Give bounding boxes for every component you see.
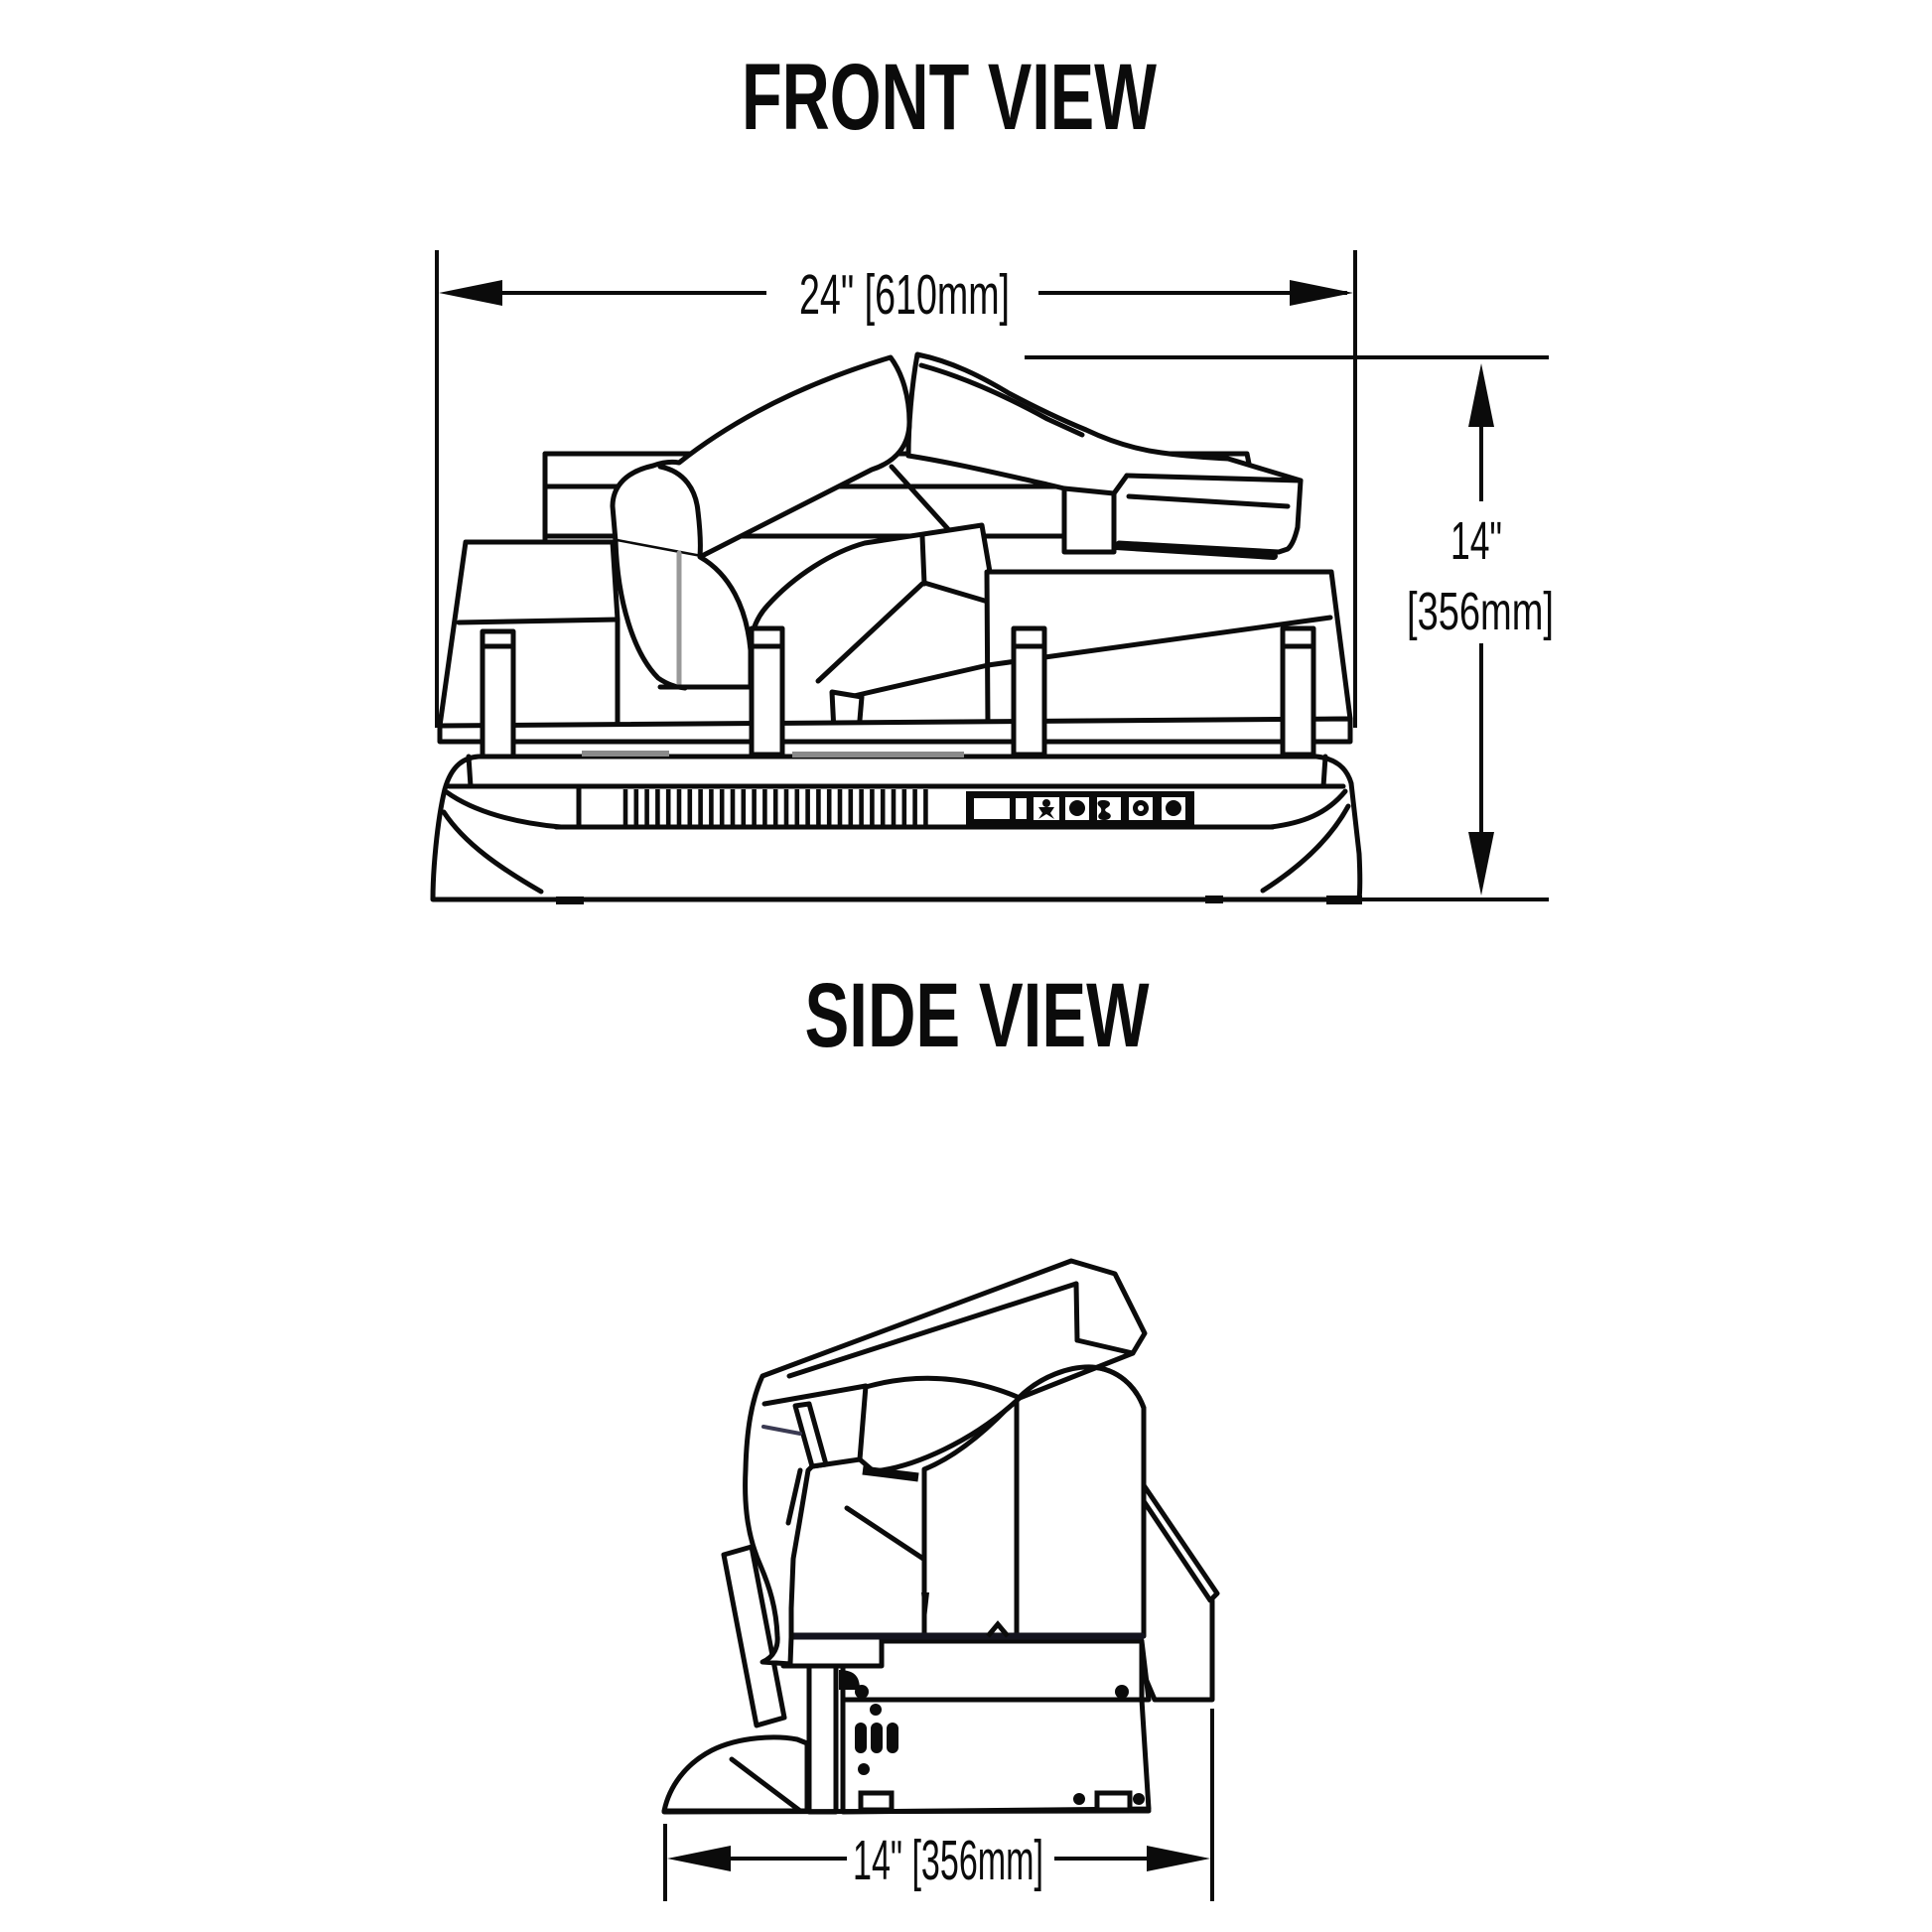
svg-text:14": 14" bbox=[1450, 511, 1502, 571]
svg-text:FRONT VIEW: FRONT VIEW bbox=[742, 45, 1157, 150]
svg-text:24" [610mm]: 24" [610mm] bbox=[799, 263, 1010, 327]
svg-text:14" [356mm]: 14" [356mm] bbox=[853, 1829, 1043, 1892]
svg-text:[356mm]: [356mm] bbox=[1407, 582, 1554, 641]
svg-text:SIDE VIEW: SIDE VIEW bbox=[805, 965, 1150, 1066]
